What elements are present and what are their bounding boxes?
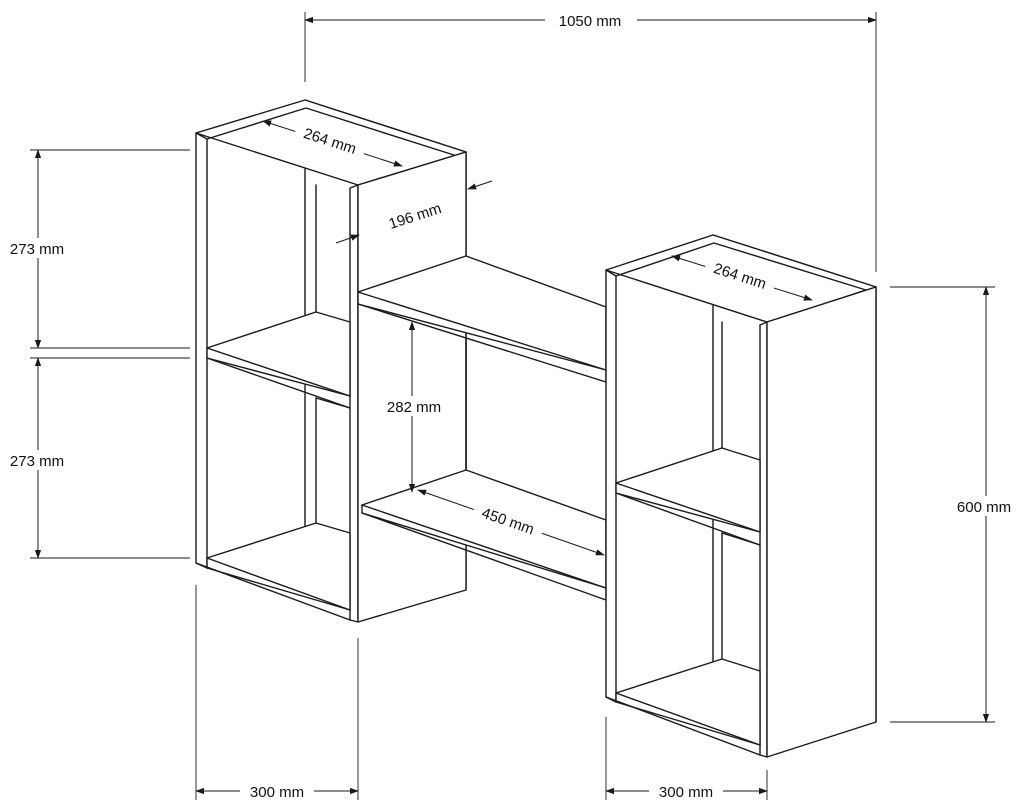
dim-total-width: 1050 mm (304, 10, 877, 272)
right-cabinet-left-side (605, 269, 617, 703)
label-total-width: 1050 mm (559, 13, 622, 30)
right-cabinet (605, 234, 877, 758)
right-cabinet-front-board (759, 321, 768, 758)
dim-right-total-height: 600 mm (890, 286, 1020, 723)
dim-right-bottom-width: 300 mm (605, 717, 768, 801)
left-cabinet-right-side (349, 184, 359, 623)
dim-left-upper-height: 273 mm (2, 149, 190, 349)
label-left-bottom-width: 300 mm (250, 784, 304, 801)
label-middle-height: 282 mm (387, 399, 441, 416)
right-cabinet-middle-shelf (615, 447, 761, 533)
label-right-total-height: 600 mm (957, 499, 1011, 516)
label-left-lower-height: 273 mm (10, 453, 64, 470)
label-right-bottom-width: 300 mm (659, 784, 713, 801)
dim-middle-height: 282 mm (377, 321, 451, 493)
left-cabinet-left-side (195, 132, 208, 569)
label-left-upper-height: 273 mm (10, 241, 64, 258)
right-cabinet-right-outer (766, 286, 877, 758)
dim-left-bottom-width: 300 mm (195, 585, 359, 801)
right-cabinet-bottom-shelf (615, 658, 761, 746)
dim-left-lower-height: 273 mm (2, 357, 190, 559)
left-cabinet-middle-shelf (206, 311, 351, 397)
left-cabinet (195, 99, 467, 623)
